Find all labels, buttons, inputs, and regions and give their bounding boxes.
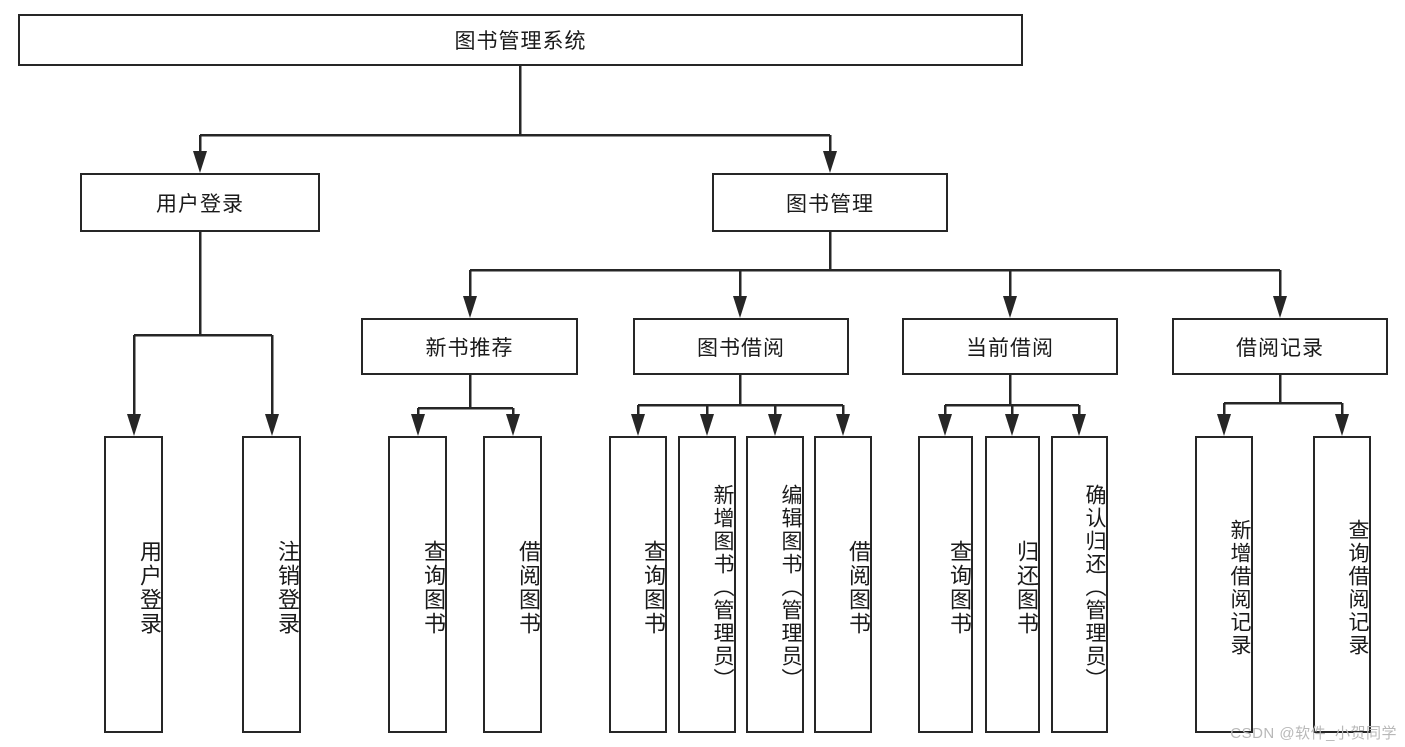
leaf-query-books-current[interactable]: 查询图书 [918, 436, 973, 733]
node-label: 用户登录 [137, 539, 162, 636]
node-label: 确认归还（管理员） [1083, 484, 1106, 691]
node-label: 查询图书 [421, 539, 446, 636]
node-label: 查询借阅记录 [1346, 518, 1369, 657]
node-label: 归还图书 [1014, 539, 1039, 636]
node-label: 图书管理 [786, 192, 874, 216]
node-current-borrowing[interactable]: 当前借阅 [902, 318, 1118, 375]
node-book-borrowing[interactable]: 图书借阅 [633, 318, 849, 375]
watermark: CSDN @软件_小贺同学 [1230, 725, 1397, 742]
node-label: 图书借阅 [697, 336, 785, 360]
node-label: 新增图书（管理员） [711, 484, 734, 691]
node-label: 借阅图书 [516, 539, 541, 636]
leaf-logout[interactable]: 注销登录 [242, 436, 301, 733]
leaf-add-book-admin[interactable]: 新增图书（管理员） [678, 436, 736, 733]
node-label: 查询图书 [947, 539, 972, 636]
leaf-edit-book-admin[interactable]: 编辑图书（管理员） [746, 436, 804, 733]
leaf-query-borrow-record[interactable]: 查询借阅记录 [1313, 436, 1371, 733]
node-borrowing-records[interactable]: 借阅记录 [1172, 318, 1388, 375]
node-label: 注销登录 [275, 539, 300, 636]
node-label: 新书推荐 [425, 336, 514, 360]
leaf-add-borrow-record[interactable]: 新增借阅记录 [1195, 436, 1253, 733]
node-label: 编辑图书（管理员） [779, 484, 802, 691]
node-new-book-recommendation[interactable]: 新书推荐 [361, 318, 578, 375]
leaf-query-books-new[interactable]: 查询图书 [388, 436, 447, 733]
node-user-login[interactable]: 用户登录 [80, 173, 320, 232]
node-label: 新增借阅记录 [1228, 518, 1251, 657]
node-label: 用户登录 [156, 192, 244, 216]
node-book-management[interactable]: 图书管理 [712, 173, 948, 232]
node-label: 借阅记录 [1236, 336, 1324, 360]
leaf-confirm-return-admin[interactable]: 确认归还（管理员） [1051, 436, 1108, 733]
leaf-query-books-borrow[interactable]: 查询图书 [609, 436, 667, 733]
node-label: 借阅图书 [846, 539, 871, 636]
leaf-return-books[interactable]: 归还图书 [985, 436, 1040, 733]
node-label: 当前借阅 [966, 336, 1054, 360]
node-label: 查询图书 [641, 539, 666, 636]
leaf-borrow-books[interactable]: 借阅图书 [814, 436, 872, 733]
leaf-user-login[interactable]: 用户登录 [104, 436, 163, 733]
node-root[interactable]: 图书管理系统 [18, 14, 1023, 66]
node-label: 图书管理系统 [454, 30, 587, 53]
leaf-borrow-books-new[interactable]: 借阅图书 [483, 436, 542, 733]
